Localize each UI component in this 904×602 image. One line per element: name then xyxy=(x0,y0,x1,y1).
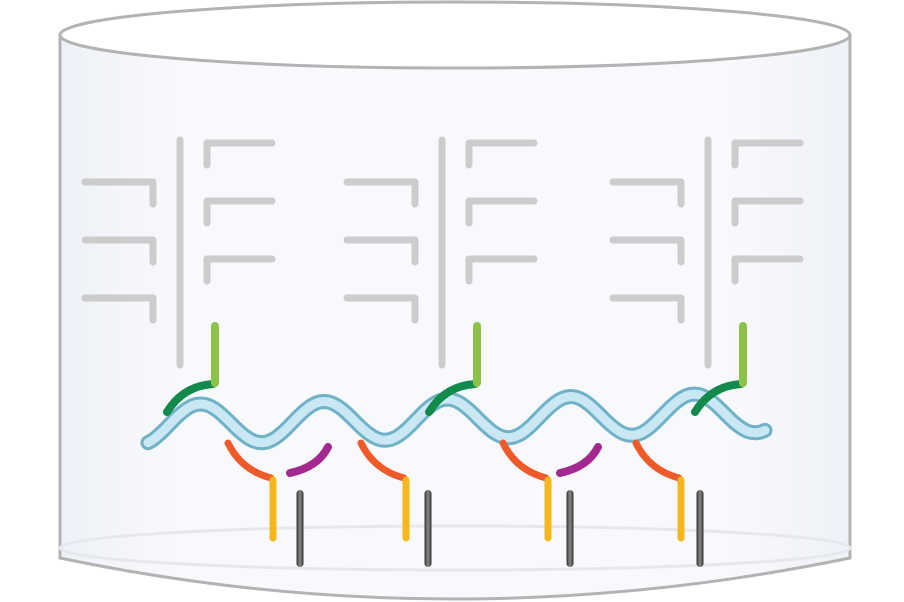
branch-left-hook xyxy=(343,236,419,266)
branch-left-hook xyxy=(343,294,419,324)
branch-left-hook xyxy=(81,236,157,266)
dark-gray-bar xyxy=(696,490,704,567)
wavy-strand-fill xyxy=(143,389,770,448)
orange-arc xyxy=(224,439,275,482)
branch-right-hook xyxy=(465,197,538,227)
branch-left-hook xyxy=(81,178,157,208)
branch-structure xyxy=(81,136,276,369)
branch-structure xyxy=(609,136,804,369)
magenta-arc xyxy=(286,443,332,477)
branch-left-hook xyxy=(609,294,685,324)
branch-right-hook xyxy=(731,197,804,227)
branch-right-hook xyxy=(203,139,276,169)
branch-left-hook xyxy=(81,294,157,324)
lower-attachment xyxy=(632,439,704,567)
lower-attachment xyxy=(499,439,602,567)
green-attachment xyxy=(425,322,481,416)
branch-structure xyxy=(343,136,538,369)
branch-structures xyxy=(81,136,804,369)
branch-left-hook xyxy=(343,178,419,208)
dark-gray-bar xyxy=(296,490,304,567)
dark-green-arc xyxy=(691,380,745,416)
dark-green-arc xyxy=(425,380,479,416)
lower-attachment xyxy=(357,439,432,567)
branch-right-hook xyxy=(731,255,804,285)
branch-left-hook xyxy=(609,236,685,266)
green-attachment xyxy=(691,322,747,416)
lower-attachment xyxy=(224,439,332,567)
branch-right-hook xyxy=(465,139,538,169)
cylinder-vessel xyxy=(58,0,852,601)
cylinder-top-rim xyxy=(58,0,852,70)
branch-right-hook xyxy=(203,197,276,227)
branch-left-hook xyxy=(609,178,685,208)
lower-attachments xyxy=(224,439,704,567)
orange-arc xyxy=(499,439,550,482)
dark-gray-bar xyxy=(566,490,574,567)
orange-arc xyxy=(632,439,683,482)
orange-arc xyxy=(357,439,408,482)
dark-green-arc xyxy=(163,380,217,416)
branch-right-hook xyxy=(203,255,276,285)
dark-gray-bar xyxy=(424,490,432,567)
magenta-arc xyxy=(556,443,602,477)
branch-right-hook xyxy=(731,139,804,169)
green-attachment xyxy=(163,322,219,416)
wavy-strand xyxy=(140,386,773,451)
cylinder-bottom-rim xyxy=(58,524,852,572)
upper-attachments xyxy=(163,322,747,416)
branch-right-hook xyxy=(465,255,538,285)
